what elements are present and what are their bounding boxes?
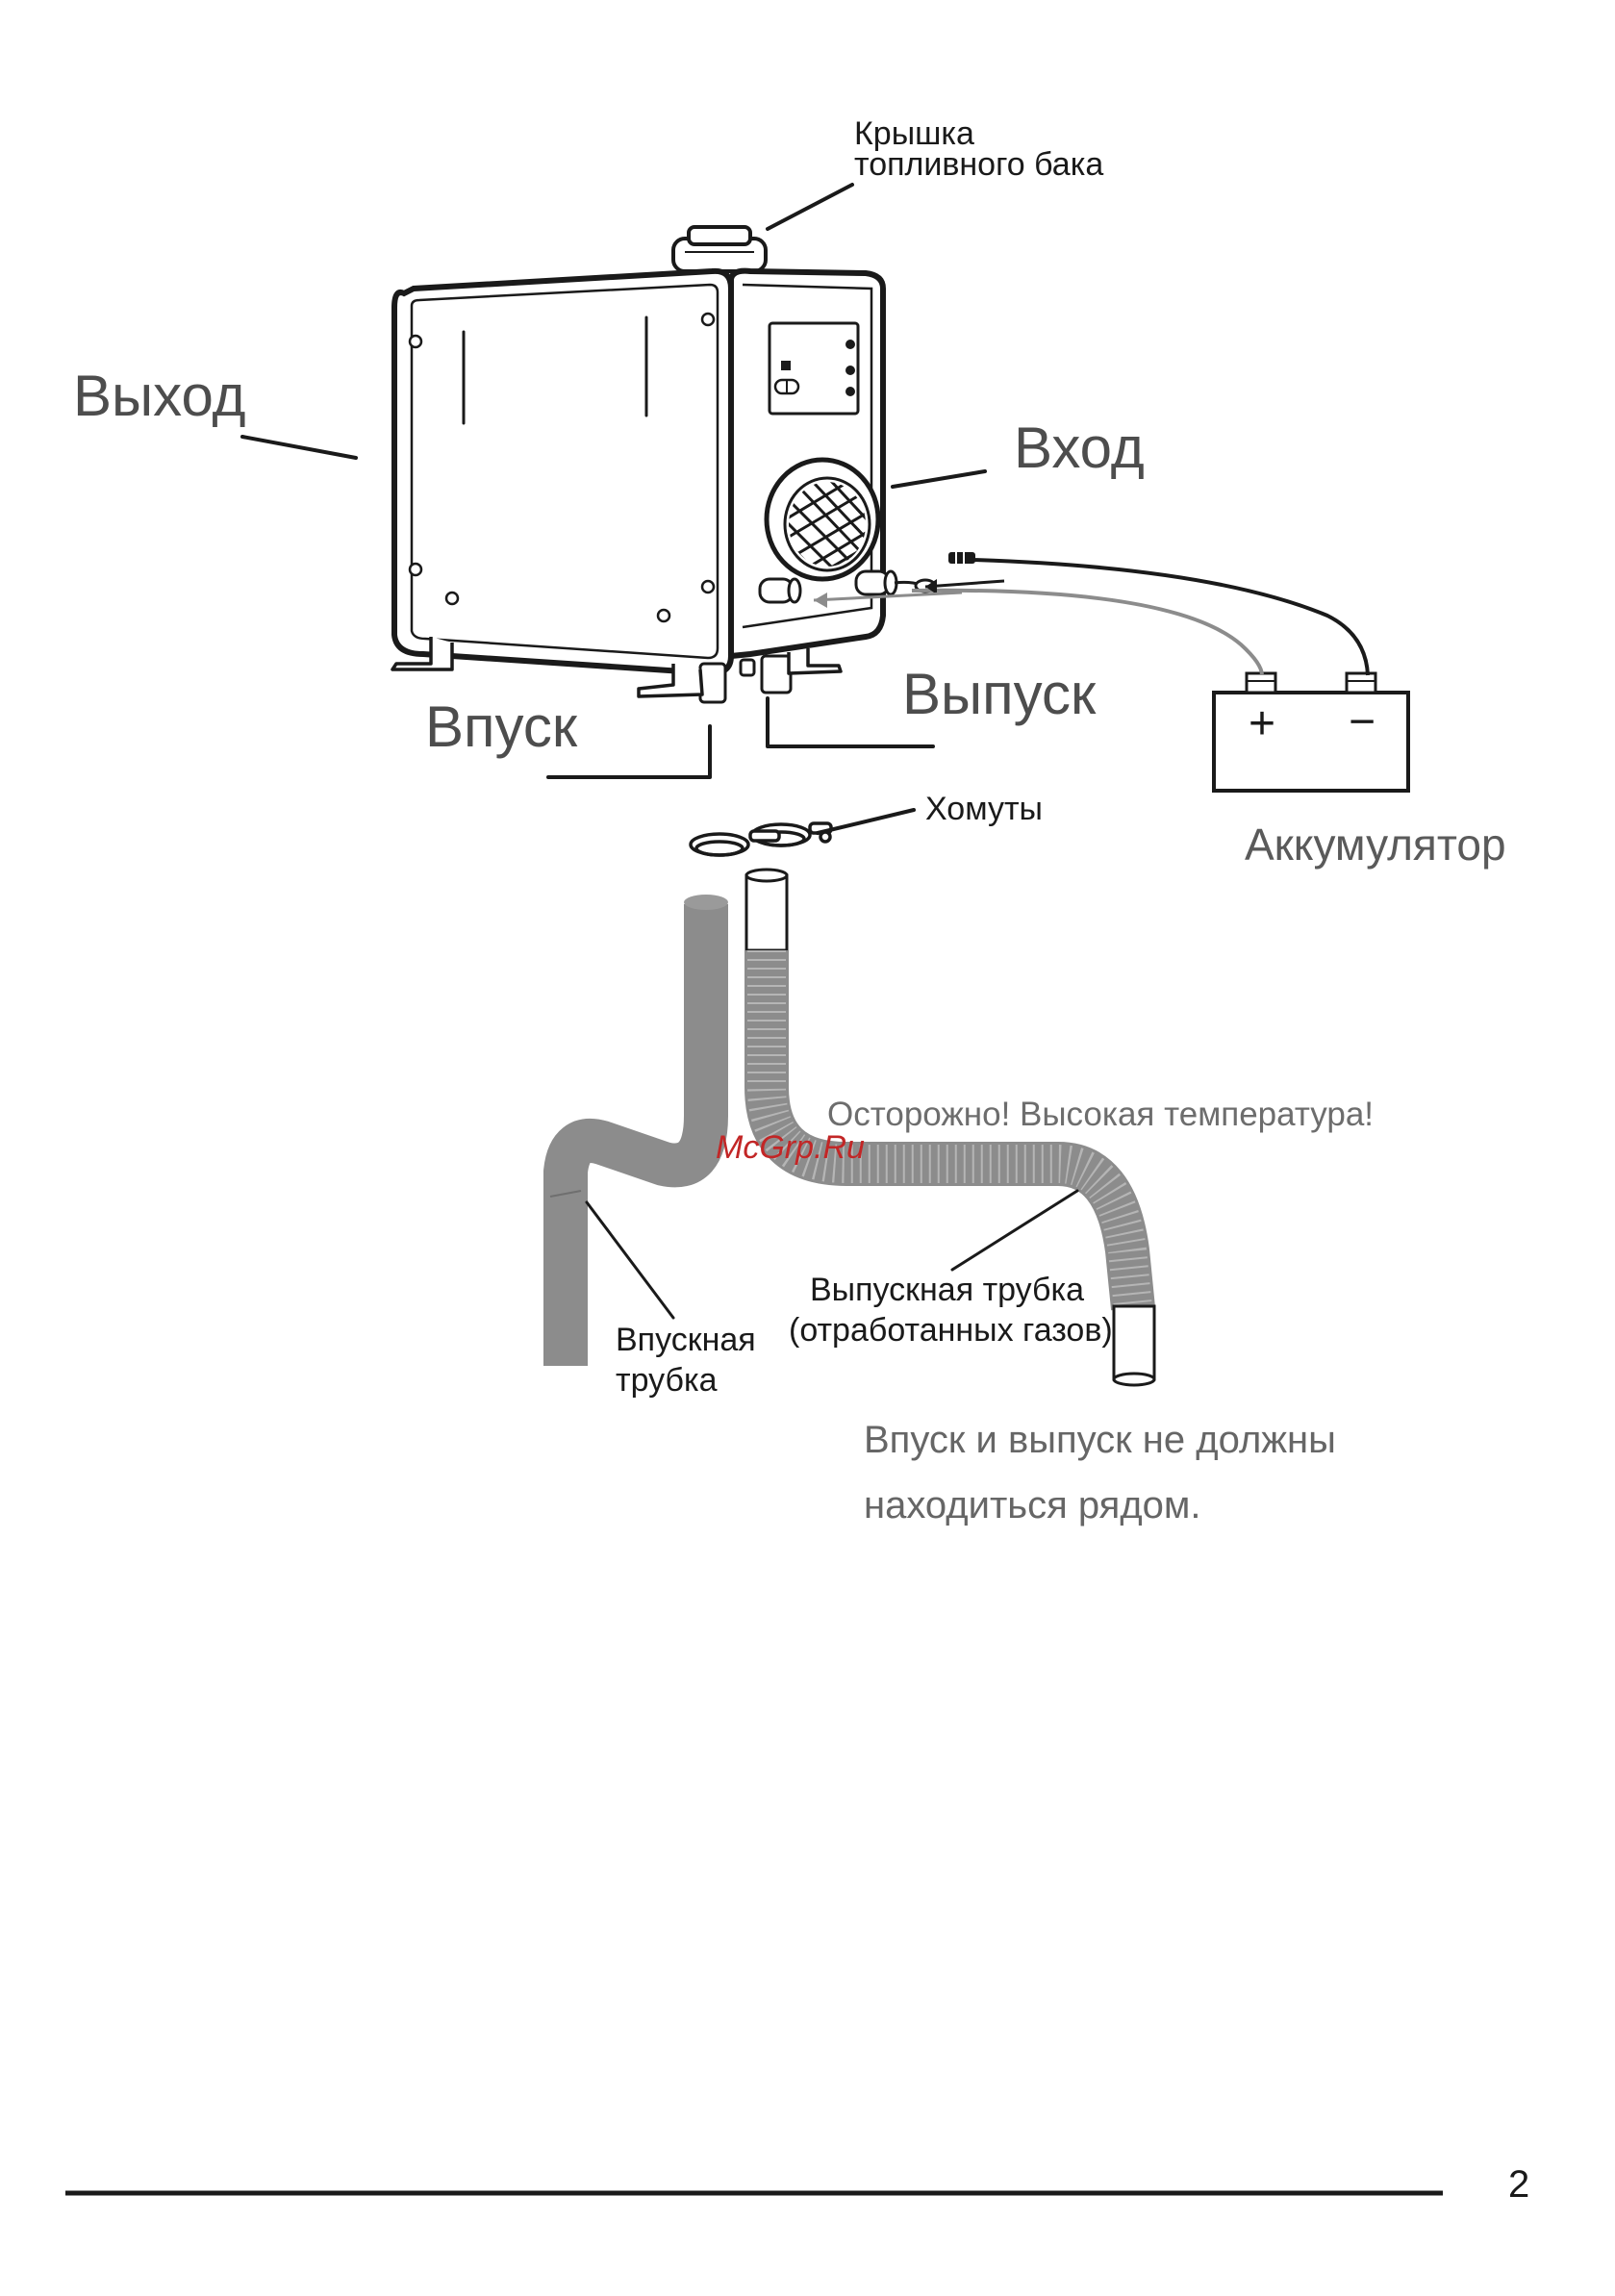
battery-terminal-plus	[1247, 673, 1275, 693]
hose-clamps	[691, 823, 831, 855]
intake-pipe-label-line2: трубка	[616, 1362, 718, 1399]
battery-terminal-minus	[1347, 673, 1375, 693]
battery-plus-sign: +	[1249, 698, 1275, 749]
cable-connector	[948, 552, 975, 564]
battery-cables	[814, 552, 1368, 675]
page-number: 2	[1508, 2163, 1529, 2206]
exhaust-pipe-label-line2: (отработанных газов)	[789, 1312, 1113, 1349]
bottom-pipes	[700, 656, 791, 702]
intake-pipe-label-line1: Впускная	[616, 1322, 756, 1358]
heater-unit	[392, 227, 935, 702]
negative-cable	[973, 560, 1368, 675]
battery: + −	[1214, 673, 1408, 791]
intake-pipe	[550, 895, 728, 1366]
intake-label: Впуск	[425, 694, 578, 759]
watermark: McGrp.Ru	[716, 1129, 865, 1166]
outlet-label: Выход	[73, 364, 246, 428]
fuel-cap-label-line2: топливного бака	[854, 146, 1103, 183]
note-line1: Впуск и выпуск не должны	[864, 1419, 1336, 1461]
clamps-label: Хомуты	[925, 791, 1043, 827]
warning-label: Осторожно! Высокая температура!	[827, 1096, 1374, 1133]
control-panel	[770, 323, 858, 414]
arrow-icon	[925, 581, 1004, 587]
fuel-cap	[673, 227, 766, 271]
battery-label: Аккумулятор	[1245, 820, 1506, 870]
exhaust-label: Выпуск	[902, 662, 1097, 726]
note-line2: находиться рядом.	[864, 1484, 1201, 1526]
exhaust-pipe-label-line1: Выпускная трубка	[810, 1272, 1084, 1308]
heater-front-panel	[394, 271, 731, 673]
battery-minus-sign: −	[1349, 696, 1375, 747]
inlet-label: Вход	[1014, 416, 1145, 480]
